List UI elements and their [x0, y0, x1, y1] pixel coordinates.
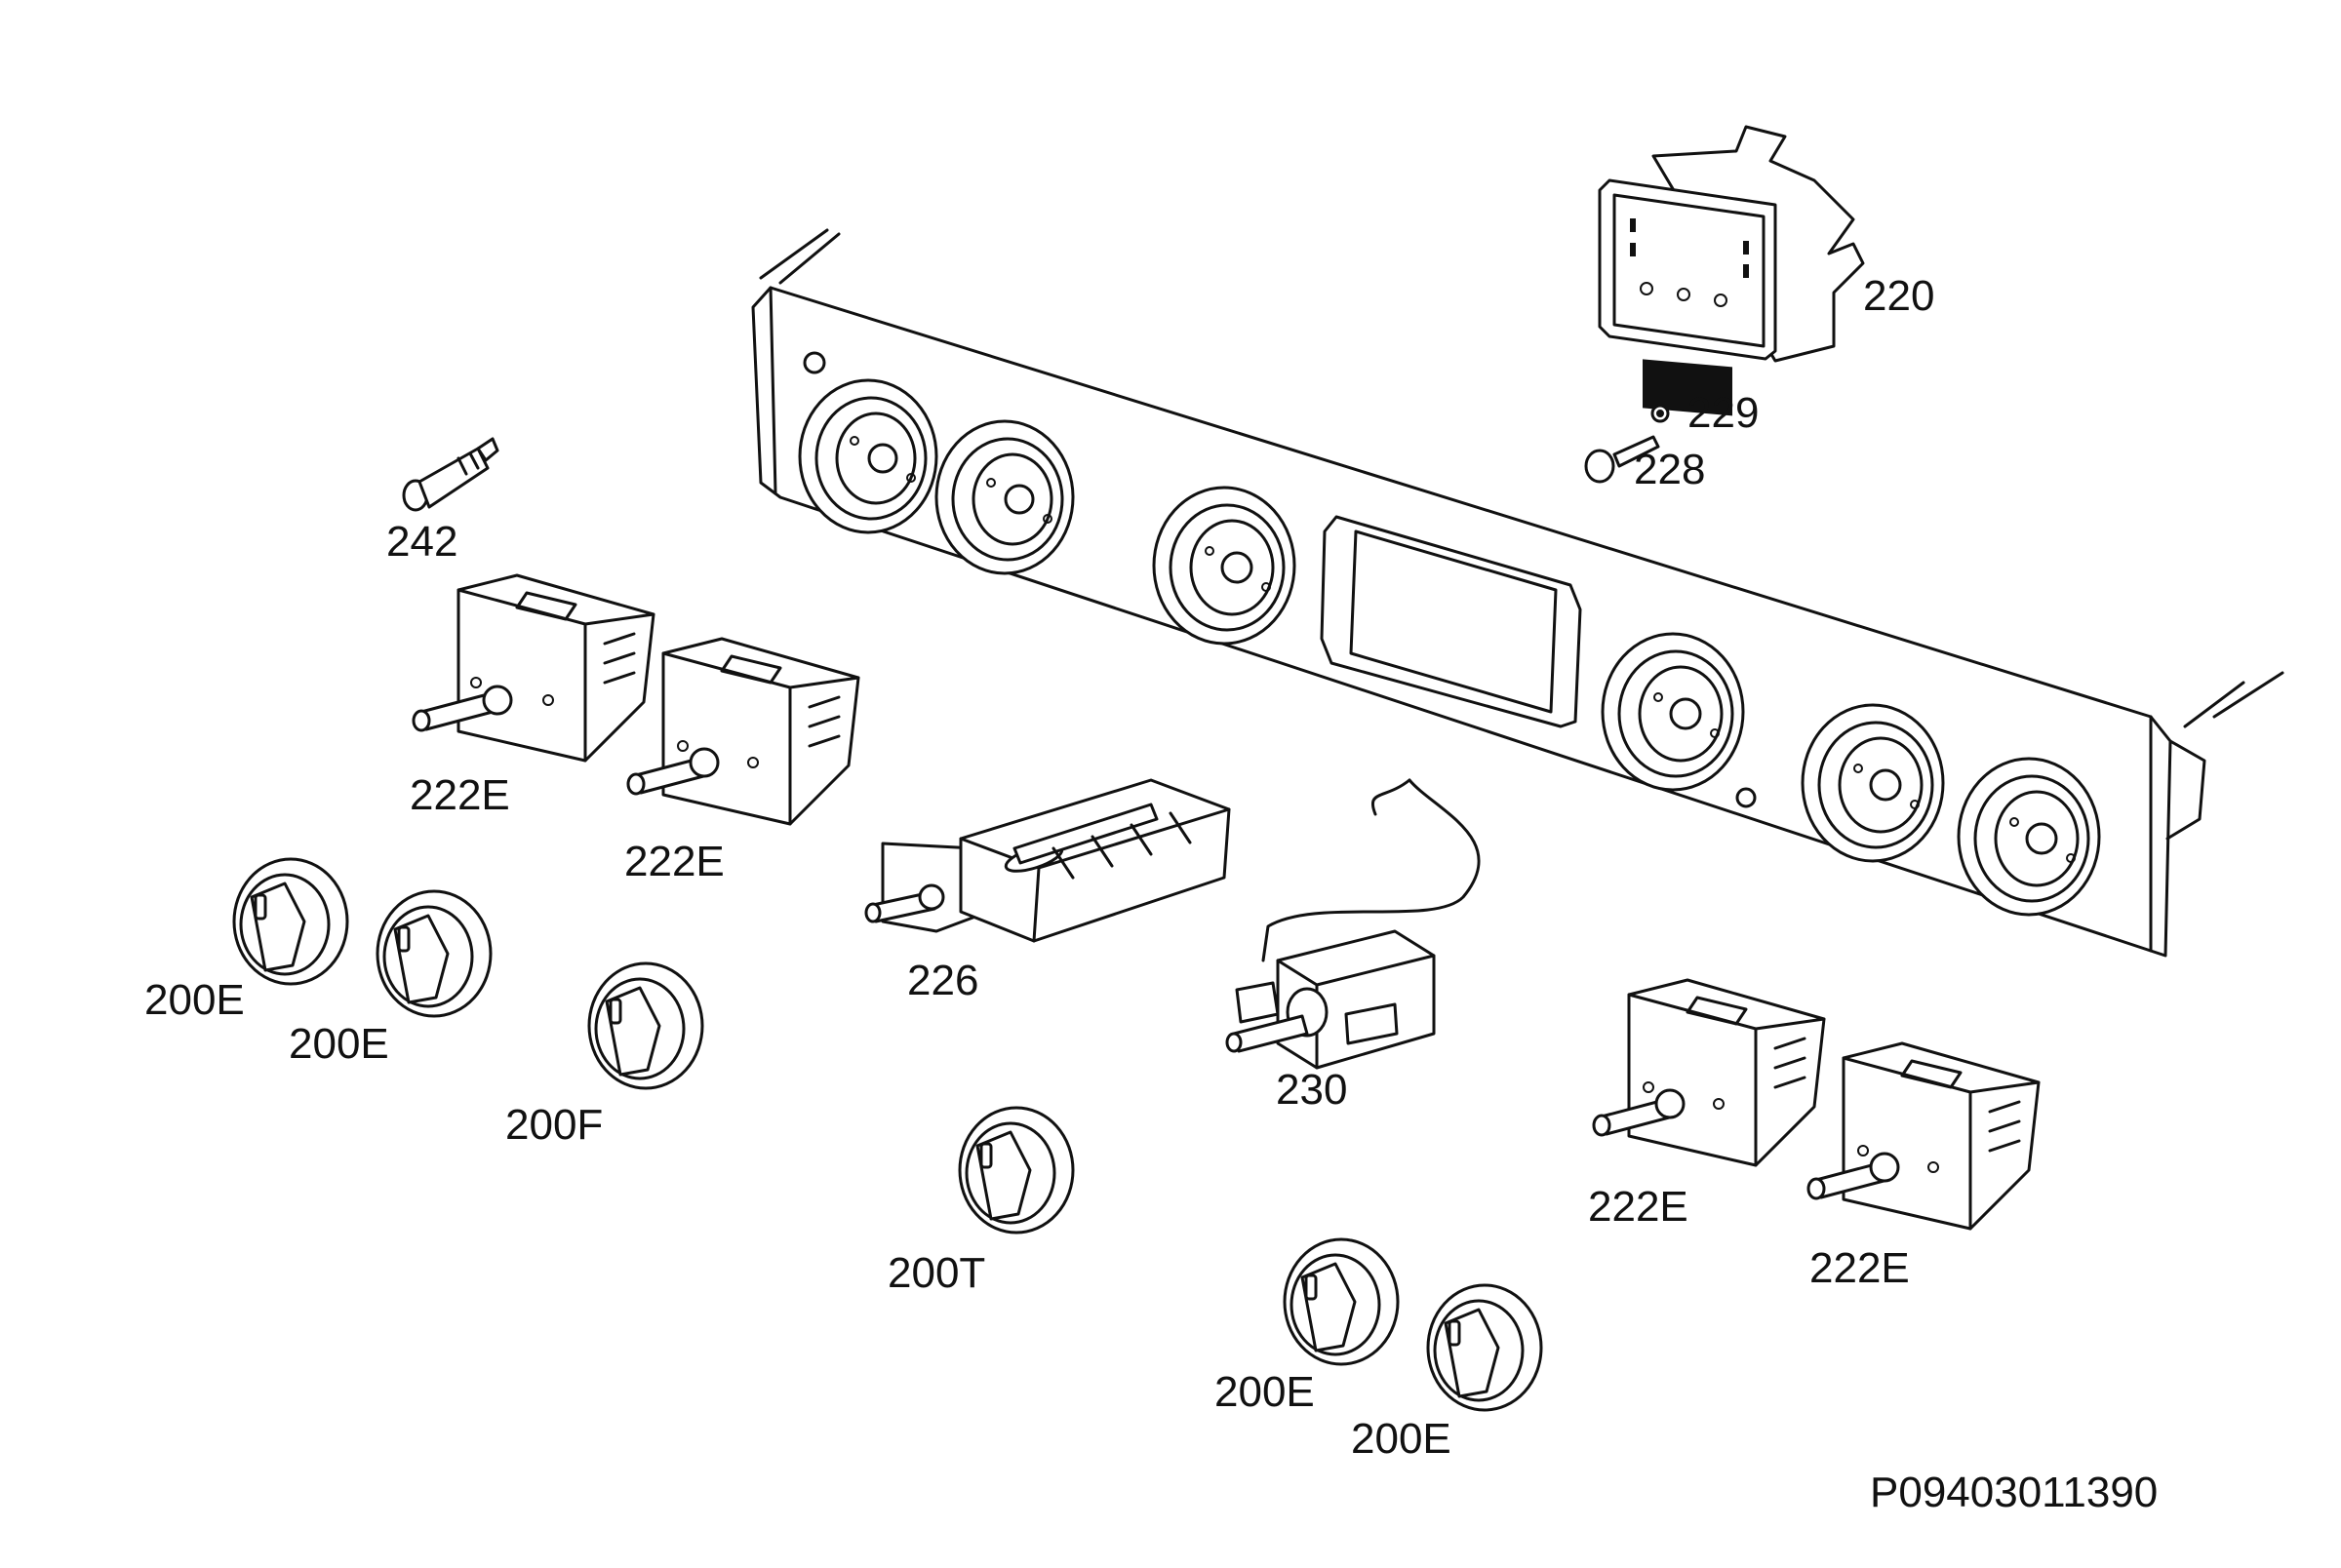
panel-socket-1 — [798, 378, 938, 534]
label-200e-4: 200E — [1351, 1415, 1451, 1463]
regulator-222e-1 — [412, 573, 655, 763]
screw-228 — [1584, 435, 1660, 484]
knob-200e-3 — [1283, 1237, 1400, 1366]
regulator-222e-3 — [1592, 978, 1826, 1167]
label-222e-2: 222E — [624, 838, 725, 885]
panel-socket-3 — [1152, 486, 1296, 646]
callout-labels: 220 229 228 242 222E 222E 226 230 222E 2… — [144, 272, 2158, 1516]
label-200e-3: 200E — [1214, 1368, 1315, 1416]
label-222e-3: 222E — [1588, 1183, 1688, 1231]
regulator-222e-2 — [626, 637, 860, 826]
panel-socket-6 — [1957, 757, 2101, 917]
thermostat-230 — [1225, 778, 1481, 1070]
switch-226 — [864, 778, 1231, 943]
label-222e-4: 222E — [1809, 1244, 1910, 1292]
knob-200t — [958, 1106, 1075, 1235]
label-228: 228 — [1634, 446, 1705, 493]
lamp-242 — [402, 437, 499, 512]
label-200e-2: 200E — [289, 1020, 389, 1068]
diagram-code: P09403011390 — [1870, 1469, 2158, 1516]
washer-229 — [1650, 404, 1670, 423]
label-200t: 200T — [888, 1249, 985, 1297]
label-229: 229 — [1687, 389, 1759, 437]
knob-200e-1 — [232, 857, 349, 986]
label-222e-1: 222E — [410, 771, 510, 819]
panel-socket-4 — [1601, 632, 1745, 792]
label-200f: 200F — [505, 1101, 603, 1149]
label-220: 220 — [1863, 272, 1934, 320]
panel-socket-2 — [934, 419, 1075, 575]
control-panel — [751, 228, 2284, 958]
knob-200f — [587, 961, 704, 1090]
regulator-222e-4 — [1806, 1041, 2041, 1231]
timer-module-220 — [1598, 125, 1865, 416]
knob-200e-4 — [1426, 1283, 1543, 1412]
knob-200e-2 — [376, 889, 493, 1018]
panel-socket-5 — [1801, 703, 1945, 863]
panel-display-window — [1320, 515, 1582, 728]
label-242: 242 — [386, 518, 457, 566]
label-226: 226 — [907, 957, 978, 1004]
label-230: 230 — [1276, 1066, 1347, 1114]
label-200e-1: 200E — [144, 976, 245, 1024]
